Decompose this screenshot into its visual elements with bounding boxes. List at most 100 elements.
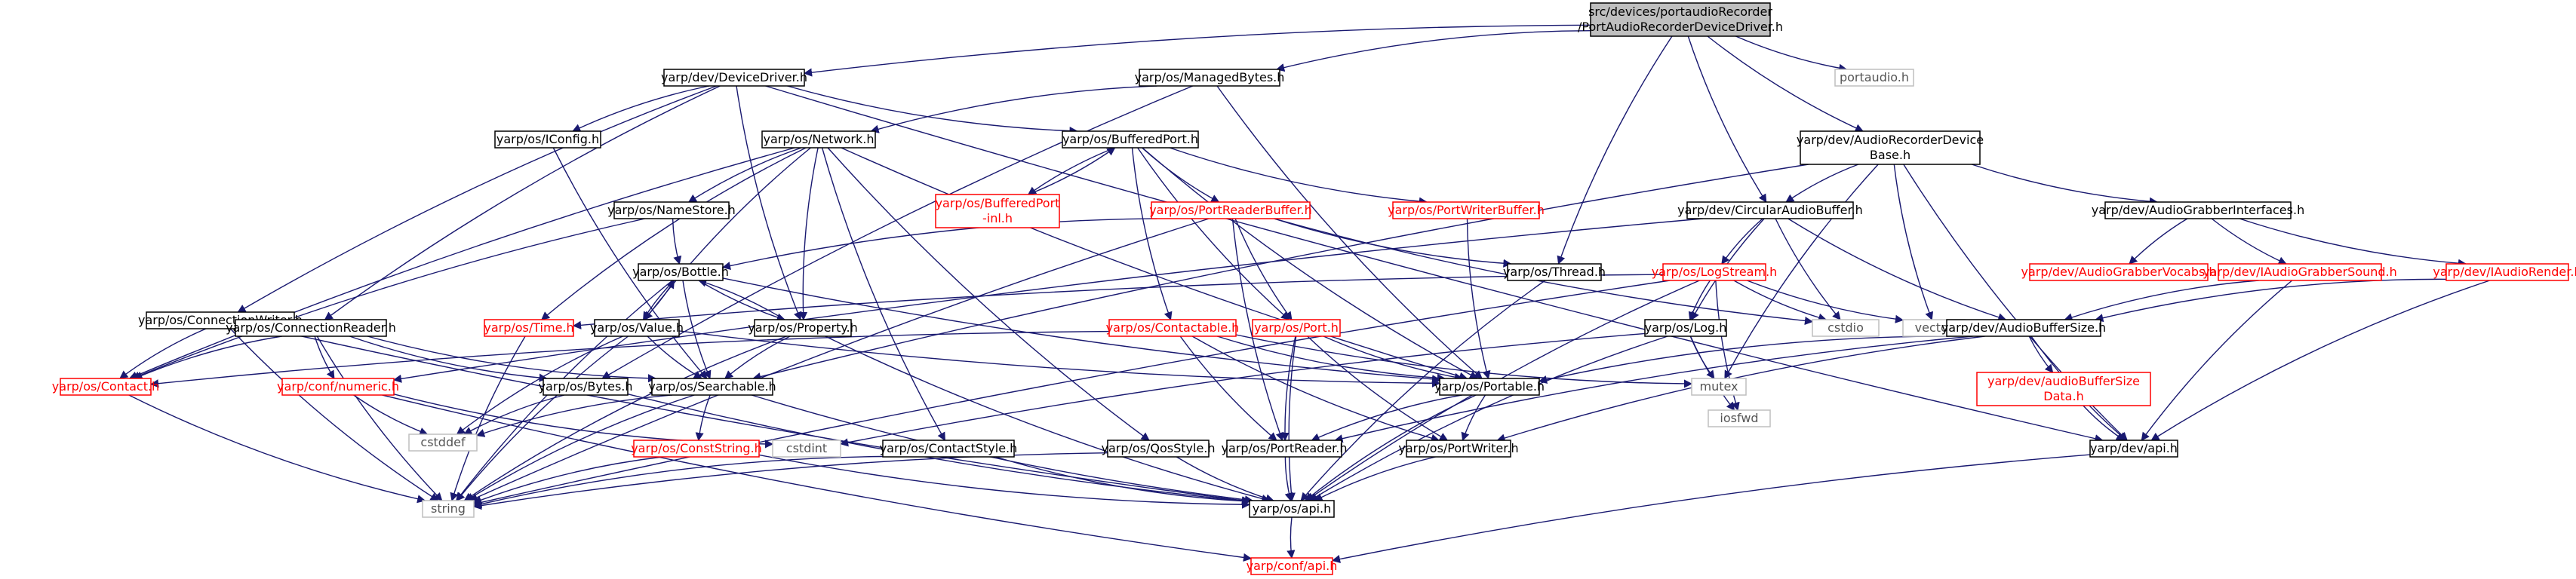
edge-network-to-qos <box>827 147 1150 441</box>
node-yarp-dev-iaudiograbbersound-h[interactable]: yarp/dev/IAudioGrabberSound.h <box>2203 263 2397 281</box>
edge-qos-to-string <box>472 452 1108 510</box>
edge-property-to-bottle <box>698 278 785 320</box>
node-yarp-os-contactable-h[interactable]: yarp/os/Contactable.h <box>1106 319 1240 337</box>
node-box <box>1662 263 1766 281</box>
node-yarp-os-portwriter-h[interactable]: yarp/os/PortWriter.h <box>1398 440 1519 458</box>
node-yarp-os-value-h[interactable]: yarp/os/Value.h <box>590 319 684 337</box>
node-yarp-os-iconfig-h[interactable]: yarp/os/IConfig.h <box>494 130 601 149</box>
node-yarp-os-connectionwriter-h[interactable]: yarp/os/ConnectionWriter.h <box>138 311 303 329</box>
node-yarp-dev-devicedriver-h[interactable]: yarp/dev/DeviceDriver.h <box>661 69 807 87</box>
edge-cab-to-numeric <box>392 218 1703 383</box>
node-yarp-os-contactstyle-h[interactable]: yarp/os/ContactStyle.h <box>880 440 1018 458</box>
node-yarp-dev-iaudiorender-h[interactable]: yarp/dev/IAudioRender.h <box>2433 263 2576 281</box>
node-yarp-os-portreader-h[interactable]: yarp/os/PortReader.h <box>1221 440 1348 458</box>
edge-root-to-mbytes <box>1276 30 1591 72</box>
node-yarp-os-port-h[interactable]: yarp/os/Port.h <box>1252 319 1341 337</box>
node-yarp-os-managedbytes-h[interactable]: yarp/os/ManagedBytes.h <box>1135 69 1285 87</box>
node-yarp-dev-audiograbbervocabs-h[interactable]: yarp/dev/AudioGrabberVocabs.h <box>2021 263 2217 281</box>
node-yarp-os-log-h[interactable]: yarp/os/Log.h <box>1644 319 1727 337</box>
edge-nstore-to-contact <box>131 218 645 380</box>
node-label: cstdio <box>1827 320 1864 335</box>
edge-value-to-searchable <box>647 335 702 379</box>
node-string[interactable]: string <box>422 500 475 518</box>
edge-bport-to-portable <box>1142 147 1478 379</box>
node-label: yarp/os/Value.h <box>590 320 684 335</box>
node-yarp-conf-api-h[interactable]: yarp/conf/api.h <box>1247 557 1338 575</box>
node-yarp-os-network-h[interactable]: yarp/os/Network.h <box>761 130 876 149</box>
node-yarp-os-bufferedport-h[interactable]: yarp/os/BufferedPort.h <box>1062 130 1199 149</box>
edge-qos-to-osapi <box>1176 456 1274 503</box>
edge-port-to-pwriter <box>1307 335 1449 441</box>
node-yarp-os-property-h[interactable]: yarp/os/Property.h <box>748 319 858 337</box>
node-yarp-os-connectionreader-h[interactable]: yarp/os/ConnectionReader.h <box>226 319 396 337</box>
edge-numeric-to-confapi <box>382 394 1253 562</box>
node-yarp-dev-audiograbberinterfaces-h[interactable]: yarp/dev/AudioGrabberInterfaces.h <box>2092 201 2304 219</box>
node-box <box>1249 500 1335 518</box>
edge-creader-to-contact <box>134 335 282 380</box>
node-yarp-conf-numeric-h[interactable]: yarp/conf/numeric.h <box>277 378 399 396</box>
node-yarp-os-thread-h[interactable]: yarp/os/Thread.h <box>1503 263 1606 281</box>
node-iosfwd[interactable]: iosfwd <box>1708 409 1771 427</box>
node-box <box>2029 263 2209 281</box>
node-box <box>1151 201 1311 219</box>
node-yarp-os-logstream-h[interactable]: yarp/os/LogStream.h <box>1652 263 1778 281</box>
node-yarp-os-portable-h[interactable]: yarp/os/Portable.h <box>1434 378 1545 396</box>
node-cstdio[interactable]: cstdio <box>1812 319 1880 337</box>
node-label: yarp/dev/AudioBufferSize.h <box>1941 320 2106 335</box>
node-label: yarp/conf/numeric.h <box>277 379 399 394</box>
edge-osapi-to-confapi <box>1286 516 1296 559</box>
node-yarp-os-conststring-h[interactable]: yarp/os/ConstString.h <box>631 440 762 458</box>
node-box <box>1392 201 1540 219</box>
edge-arbase-to-cab <box>1785 164 1859 203</box>
node-yarp-os-searchable-h[interactable]: yarp/os/Searchable.h <box>648 378 776 396</box>
node-yarp-os-qosstyle-h[interactable]: yarp/os/QosStyle.h <box>1101 440 1216 458</box>
edge-property-to-string <box>463 335 787 501</box>
edge-network-to-contact <box>128 147 795 380</box>
edge-abs-to-portable <box>1538 335 1949 384</box>
edge-searchable-to-cstddef <box>475 394 672 437</box>
node-cstdint[interactable]: cstdint <box>772 440 841 458</box>
node-yarp-os-api-h[interactable]: yarp/os/api.h <box>1249 500 1335 518</box>
node-yarp-os-bytes-h[interactable]: yarp/os/Bytes.h <box>538 378 633 396</box>
node-yarp-os-portreaderbuffer-h[interactable]: yarp/os/PortReaderBuffer.h <box>1149 201 1312 219</box>
node-mutex[interactable]: mutex <box>1691 378 1747 396</box>
node-label: yarp/os/Contactable.h <box>1106 320 1240 335</box>
node-label: /PortAudioRecorderDeviceDriver.h <box>1578 20 1783 34</box>
edge-root-to-arbase <box>1707 35 1864 132</box>
edge-log-to-mutex <box>1689 335 1715 379</box>
node-box <box>494 130 601 149</box>
node-cstddef[interactable]: cstddef <box>408 433 478 452</box>
node-yarp-os-portwriterbuffer-h[interactable]: yarp/os/PortWriterBuffer.h <box>1388 201 1545 219</box>
node-yarp-os-time-h[interactable]: yarp/os/Time.h <box>484 319 574 337</box>
edge-searchable-to-conststr <box>695 394 711 442</box>
node-box <box>408 433 478 452</box>
edge-bport-to-port <box>1137 147 1290 320</box>
node-label: yarp/os/PortWriterBuffer.h <box>1388 203 1545 217</box>
edge-creader-to-bytes <box>349 335 548 382</box>
edge-portable-to-osapi <box>1304 394 1477 501</box>
node-label: yarp/os/ManagedBytes.h <box>1135 70 1285 84</box>
node-yarp-os-bufferedport-inl-h[interactable]: yarp/os/BufferedPort-inl.h <box>935 194 1060 228</box>
edge-abs-to-pwriter <box>1496 335 1985 443</box>
node-src-devices-portaudiorecorder-portaudiorecorderdevicedriver-h[interactable]: src/devices/portaudioRecorder/PortAudioR… <box>1578 2 1783 37</box>
node-label: yarp/dev/CircularAudioBuffer.h <box>1677 203 1863 217</box>
node-label: yarp/os/NameStore.h <box>607 203 736 217</box>
node-yarp-dev-audiobuffersize-h[interactable]: yarp/dev/AudioBufferSize.h <box>1941 319 2106 337</box>
node-yarp-dev-circularaudiobuffer-h[interactable]: yarp/dev/CircularAudioBuffer.h <box>1677 201 1863 219</box>
node-yarp-os-namestore-h[interactable]: yarp/os/NameStore.h <box>607 201 736 219</box>
node-label: yarp/os/Bytes.h <box>538 379 632 394</box>
edge-contact-to-string <box>128 394 426 504</box>
edge-network-to-time <box>541 147 807 320</box>
edge-arbase-to-agi <box>1971 164 2159 206</box>
edge-nstore-to-bottle <box>672 218 682 265</box>
node-yarp-dev-api-h[interactable]: yarp/dev/api.h <box>2089 440 2178 458</box>
node-yarp-os-contact-h[interactable]: yarp/os/Contact.h <box>52 378 159 396</box>
node-portaudio-h[interactable]: portaudio.h <box>1834 69 1914 87</box>
node-label: yarp/dev/IAudioRender.h <box>2433 265 2576 279</box>
node-yarp-os-bottle-h[interactable]: yarp/os/Bottle.h <box>632 263 729 281</box>
edge-bport-to-pwbuf <box>1169 147 1428 206</box>
edge-pwbuf-to-portable <box>1466 218 1491 380</box>
edge-arbase-to-mutex <box>1724 164 1879 379</box>
